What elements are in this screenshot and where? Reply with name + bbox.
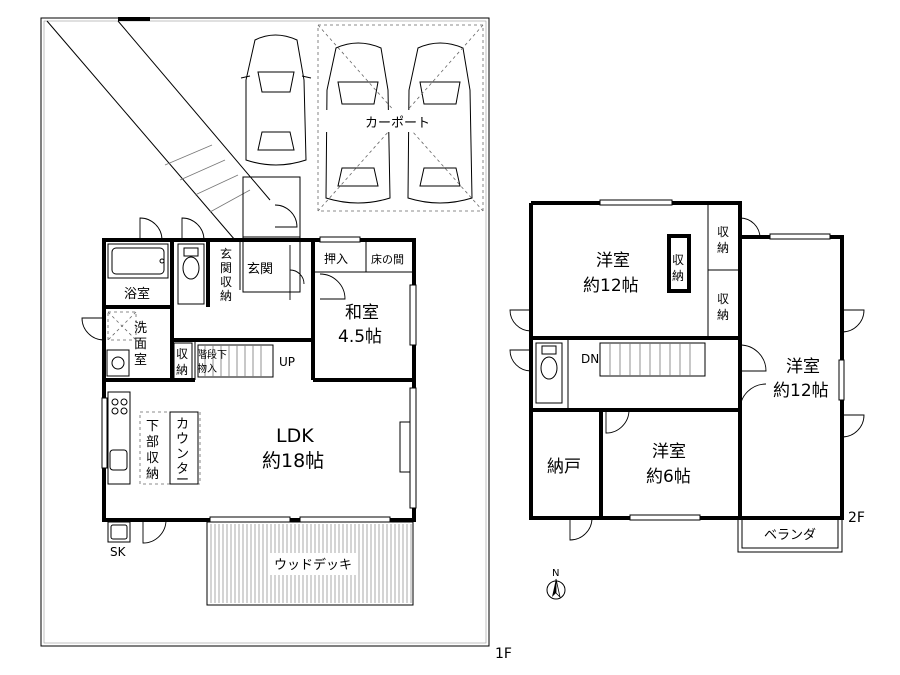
under-stairs-label-1: 階段下: [197, 348, 227, 361]
room-b-name: 洋室: [786, 357, 820, 377]
entrance-storage-label-4: 納: [220, 289, 232, 303]
toilet-2f: [535, 342, 563, 404]
bathtub: [107, 243, 169, 279]
room-a-size: 約12帖: [583, 276, 639, 296]
closet-b-label-2: 納: [717, 241, 729, 255]
entrance-storage-label-3: 収: [220, 275, 232, 289]
stairs-2f: [599, 342, 706, 377]
car-3: [407, 42, 473, 204]
closet-b-label-1: 収: [717, 225, 729, 239]
storage-label-1: 収: [176, 347, 188, 361]
site-boundary: [40, 17, 490, 647]
washroom-label-1: 洗: [134, 321, 147, 336]
washroom-label-3: 室: [134, 352, 147, 368]
closet-a-label-1: 収: [672, 253, 684, 267]
dn-label: DN: [581, 352, 599, 366]
wash-basin: [106, 349, 130, 377]
storage-label-2: 納: [176, 363, 188, 377]
ldk-name: LDK: [276, 425, 314, 447]
room-b-size: 約12帖: [773, 381, 829, 401]
nando-label: 納戸: [547, 457, 581, 477]
entrance-storage-label-1: 玄: [220, 246, 232, 261]
north-label: N: [552, 568, 559, 579]
closet-c-label-2: 納: [717, 308, 729, 322]
floor2-label: 2F: [848, 510, 865, 526]
floor2-windows: [599, 199, 845, 521]
entrance-storage-label-2: 関: [220, 261, 232, 275]
room-c-size: 約6帖: [646, 467, 691, 487]
counter-label-4: タ: [176, 462, 189, 477]
under-stairs-label-2: 物入: [197, 362, 217, 375]
floor1-doors: [81, 204, 346, 544]
room-a-name: 洋室: [596, 251, 630, 271]
entrance-label: 玄関: [247, 262, 273, 277]
counter-label-3: ン: [176, 447, 189, 462]
counter-label-5: ー: [176, 473, 189, 488]
closet-a-label-2: 納: [672, 269, 684, 283]
kitchen: [107, 391, 201, 485]
car-2: [325, 42, 391, 204]
carport-label: カーポート: [365, 116, 430, 131]
ldk-size: 約18帖: [262, 450, 324, 472]
under-storage-label-1: 下: [146, 419, 159, 434]
counter-label-2: ウ: [176, 432, 189, 447]
washitsu-name: 和室: [345, 303, 379, 323]
deck-label: ウッドデッキ: [274, 557, 352, 573]
bath-label: 浴室: [124, 286, 150, 302]
up-label: UP: [279, 355, 295, 369]
under-storage-label-4: 納: [146, 467, 159, 482]
floor1-windows: [101, 236, 417, 523]
washroom-label-2: 面: [134, 337, 147, 352]
under-storage-label-2: 部: [146, 435, 159, 450]
veranda-label: ベランダ: [764, 528, 816, 543]
sk-label: SK: [110, 545, 127, 559]
washing-machine-space: [107, 311, 137, 341]
toilet-1f: [177, 243, 205, 305]
under-storage-label-3: 収: [146, 451, 159, 466]
oshiire-label: 押入: [324, 252, 348, 266]
washitsu-size: 4.5帖: [338, 327, 382, 347]
approach-path: [46, 20, 301, 241]
room-c-name: 洋室: [652, 442, 686, 462]
north-arrow-icon: N: [546, 568, 566, 600]
carport: カーポート: [317, 24, 484, 212]
sk-sink: [107, 521, 131, 543]
stairs-1f: [197, 344, 274, 378]
closet-c-label-1: 収: [717, 292, 729, 306]
veranda: [737, 518, 843, 553]
floor2-doors: [509, 217, 865, 541]
floor1-label: 1F: [495, 646, 512, 662]
tokonoma-label: 床の間: [371, 252, 404, 266]
car-1: [240, 34, 312, 166]
wood-deck: ウッドデッキ: [206, 521, 414, 606]
counter-label-1: カ: [176, 417, 189, 432]
